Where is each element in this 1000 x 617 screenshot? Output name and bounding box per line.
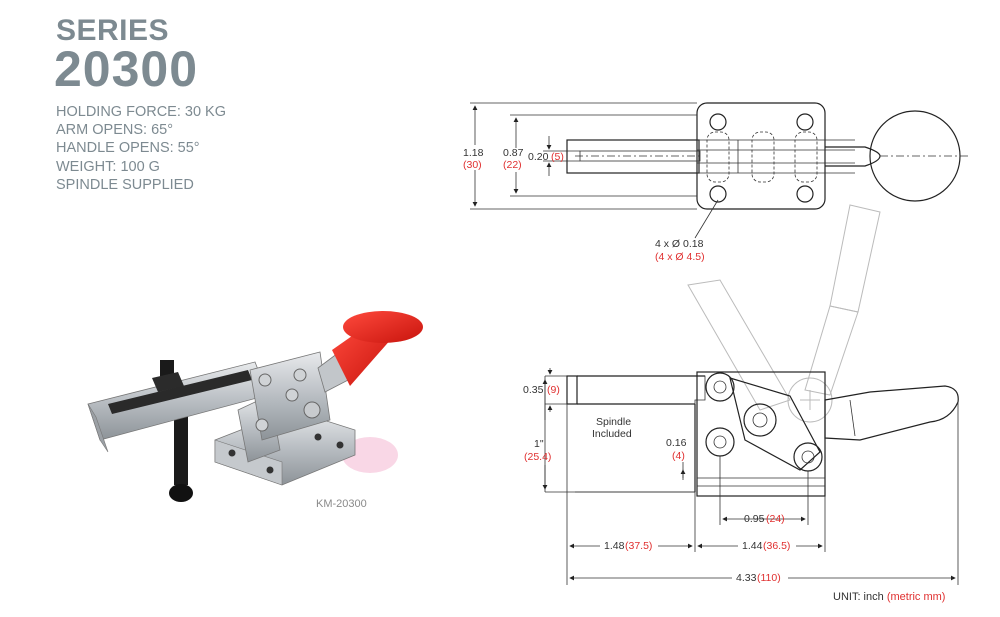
dim-arm-h: 0.35 [523, 384, 544, 396]
base-hole-icon [336, 441, 344, 449]
spec-list: HOLDING FORCE: 30 KG ARM OPENS: 65° HAND… [56, 103, 226, 194]
dim-offset: 0.16 [666, 437, 687, 449]
unit-metric: (metric mm) [886, 591, 946, 603]
spindle-label-2: Included [592, 428, 632, 440]
spindle-label-1: Spindle [596, 416, 631, 428]
series-number: 20300 [54, 41, 199, 97]
base-hole-icon [314, 433, 322, 441]
base-hole-icon [228, 449, 236, 457]
spec-arm-opens: ARM OPENS: 65° [56, 122, 173, 139]
dim-mid-h-mm: (22) [503, 159, 522, 171]
unit-note: UNIT: inch (metric mm) [833, 591, 945, 603]
dim-arm-h-mm: (9) [547, 384, 560, 396]
dim-total: 4.33 [736, 572, 757, 584]
product-shadow [342, 437, 398, 473]
product-image [87, 311, 423, 502]
base-hole-icon [266, 466, 274, 474]
dim-slot-h-mm: (5) [551, 151, 564, 163]
dim-offset-mm: (4) [672, 450, 685, 462]
spec-spindle: SPINDLE SUPPLIED [56, 176, 194, 193]
spec-handle-opens: HANDLE OPENS: 55° [56, 140, 200, 157]
dim-right-mm: (36.5) [763, 540, 790, 552]
top-view-drawing: 1.18 (30) 0.87 (22) 0.20 (5) 4 x Ø 0.18 … [463, 102, 968, 263]
dim-total-mm: (110) [757, 572, 781, 584]
spindle-nut [152, 372, 184, 392]
spec-holding-force: HOLDING FORCE: 30 KG [56, 104, 227, 120]
series-label: SERIES [56, 14, 170, 47]
dim-holes: 4 x Ø 0.18 [655, 238, 704, 250]
spindle-foot [169, 484, 193, 502]
dim-hole-spacing-mm: (24) [766, 513, 785, 525]
dim-left: 1.48 [604, 540, 625, 552]
spindle-bolt [174, 415, 188, 485]
dim-slot-h: 0.20 [528, 151, 549, 163]
dim-right: 1.44 [742, 540, 763, 552]
dim-holes-mm: (4 x Ø 4.5) [655, 251, 705, 263]
dim-overall-h: 1.18 [463, 147, 484, 159]
product-caption: KM-20300 [316, 498, 367, 510]
red-handle-knob [343, 311, 423, 343]
side-view-drawing: 0.35 (9) Spindle Included 1" (25.4) 0.16… [523, 204, 959, 585]
dim-height: 1" [534, 438, 544, 450]
dim-mid-h: 0.87 [503, 147, 524, 159]
spec-weight: WEIGHT: 100 G [56, 158, 160, 175]
dim-left-mm: (37.5) [625, 540, 652, 552]
unit-label: UNIT: inch [833, 591, 884, 603]
dim-height-mm: (25.4) [524, 451, 551, 463]
dim-overall-h-mm: (30) [463, 159, 482, 171]
arm-slot [108, 370, 252, 414]
dim-hole-spacing: 0.95 [744, 513, 765, 525]
